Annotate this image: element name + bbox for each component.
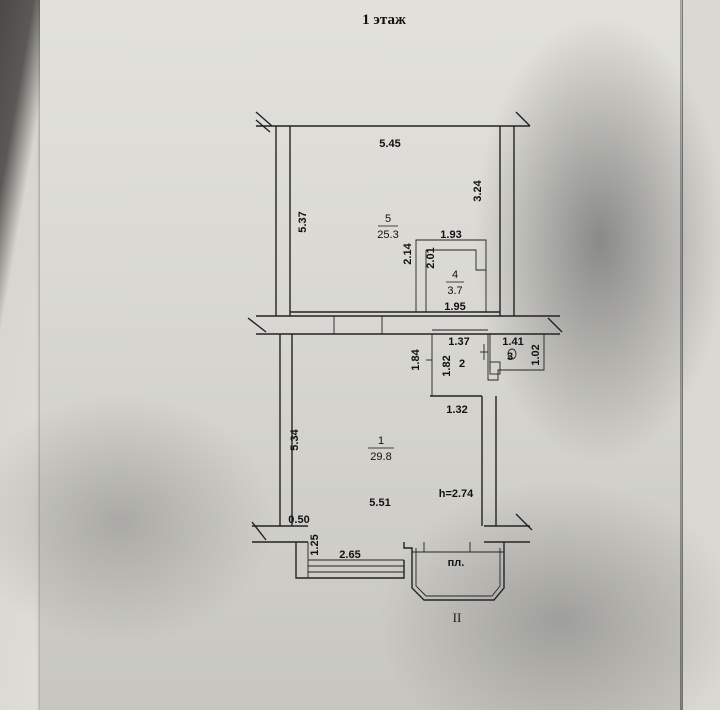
room-3-number: 3 <box>507 351 513 363</box>
ceiling-height: h=2.74 <box>439 488 474 500</box>
room-1-walls <box>251 334 533 543</box>
dim-room5-height: 5.37 <box>297 211 309 232</box>
dim-room1-height: 5.34 <box>289 428 301 450</box>
porch-label: пл. <box>448 557 465 569</box>
floor-title: 1 этаж <box>362 12 406 28</box>
dim-room4-left-outer: 2.14 <box>402 242 414 264</box>
room-4-walls <box>415 239 487 312</box>
rooms-2-3-walls <box>426 329 545 396</box>
dim-room4-bottom: 1.95 <box>444 301 465 313</box>
entrance-porch <box>403 542 505 601</box>
dim-stair-depth: 1.25 <box>309 534 321 555</box>
dim-room1-right-top: 1.32 <box>446 404 467 416</box>
dim-room5-right: 3.24 <box>472 179 484 201</box>
dim-stair-width: 2.65 <box>339 549 360 561</box>
middle-wall <box>247 315 563 335</box>
dim-room4-top: 1.93 <box>440 229 461 241</box>
dim-room2-top: 1.37 <box>448 336 469 348</box>
section-mark: II <box>453 610 462 625</box>
room-2-number: 2 <box>459 358 465 370</box>
dim-room3-side: 1.02 <box>530 344 542 365</box>
dim-entrance-wall: 0.50 <box>288 514 309 526</box>
room-4-area: 3.7 <box>447 285 462 297</box>
room-1-area: 29.8 <box>370 451 391 463</box>
dim-room2-left-inner: 1.82 <box>441 355 453 376</box>
entrance-stairs <box>295 542 405 579</box>
dim-room2-left-outer: 1.84 <box>410 348 422 370</box>
room-1-number: 1 <box>378 435 384 447</box>
room-5-walls <box>255 111 531 316</box>
room-5-area: 25.3 <box>377 229 398 241</box>
room-5-number: 5 <box>385 213 391 225</box>
dim-room4-left-inner: 2.01 <box>425 247 437 268</box>
dim-room1-width: 5.51 <box>369 497 390 509</box>
floor-plan-sheet <box>40 0 680 710</box>
dim-room5-width: 5.45 <box>379 138 400 150</box>
adjacent-page-edge <box>682 0 720 710</box>
room-4-number: 4 <box>452 269 458 281</box>
dim-room3-top: 1.41 <box>502 336 523 348</box>
